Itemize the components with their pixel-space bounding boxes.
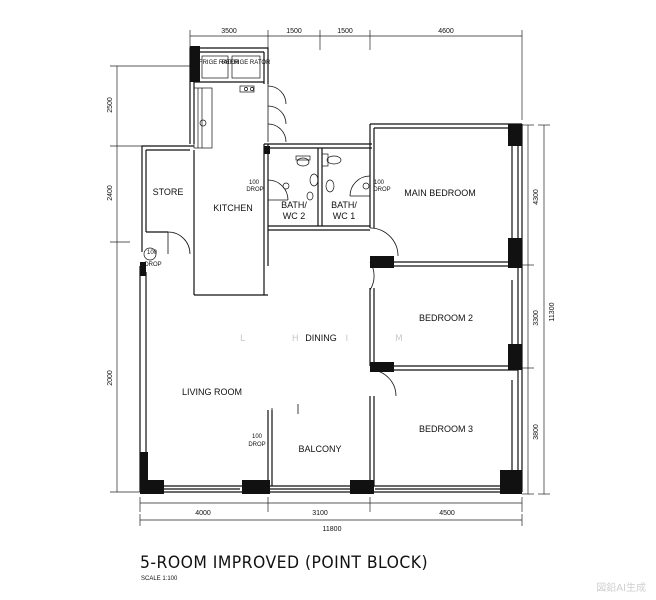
drop-value-bath: 100 <box>374 180 385 186</box>
dim-bottom-1: 4000 <box>195 510 211 517</box>
dim-right-3: 3800 <box>533 424 540 440</box>
living-room-label: LIVING ROOM <box>182 387 242 397</box>
drop-value-balcony: 100 <box>252 434 263 440</box>
kitchen-fixtures <box>193 55 261 149</box>
fridge-label-1: REFRIGE RATOR <box>191 60 240 66</box>
dim-top-3: 1500 <box>337 28 353 35</box>
scale-label: SCALE 1:100 <box>141 576 178 582</box>
store-label: STORE <box>153 187 184 197</box>
bath-fixtures <box>295 153 342 201</box>
drop-value-kitchen: 100 <box>249 180 260 186</box>
dim-bottom-total: 11800 <box>323 526 342 533</box>
dim-top-4: 4600 <box>438 28 454 35</box>
bath2-label-2: WC 2 <box>283 211 306 221</box>
balcony-label: BALCONY <box>298 444 341 454</box>
bath1-label-2: WC 1 <box>333 211 356 221</box>
drop-label-balcony: DROP <box>248 442 265 448</box>
bedroom-3-label: BEDROOM 3 <box>419 424 473 434</box>
structural-columns <box>140 46 522 494</box>
floor-drains <box>143 182 370 261</box>
bath2-label-1: BATH/ <box>281 200 307 210</box>
dim-left-1: 2500 <box>107 97 114 113</box>
corner-watermark-badge: 図鉛AI生成 <box>596 583 646 594</box>
plan-title: 5-ROOM IMPROVED (POINT BLOCK) <box>140 553 429 573</box>
kitchen-label: KITCHEN <box>213 203 253 213</box>
bedroom-2-label: BEDROOM 2 <box>419 313 473 323</box>
dim-right-total: 11300 <box>549 302 556 321</box>
bath1-label-1: BATH/ <box>331 200 357 210</box>
dim-bottom-3: 4500 <box>439 510 455 517</box>
drop-label-kitchen: DROP <box>246 187 263 193</box>
drop-label-bath: DROP <box>373 187 390 193</box>
dining-label: DINING <box>305 333 337 343</box>
drop-label-store: DROP <box>144 262 161 268</box>
dimension-lines <box>110 30 550 526</box>
room-labels: STORE KITCHEN BATH/ WC 2 BATH/ WC 1 MAIN… <box>153 187 476 454</box>
door-swings <box>167 84 399 436</box>
watermark: L H I M <box>240 334 425 344</box>
dim-top-1: 3500 <box>221 28 237 35</box>
fridge-label-2: REFRIGE RATOR <box>222 60 271 66</box>
dim-right-2: 3300 <box>533 310 540 326</box>
drop-value-store: 100 <box>147 250 158 256</box>
dim-right-1: 4300 <box>533 189 540 205</box>
dim-top-2: 1500 <box>286 28 302 35</box>
fixture-labels: REFRIGE RATOR REFRIGE RATOR 100 DROP 100… <box>144 60 390 448</box>
dimension-labels: 3500 1500 1500 4600 4000 3100 4500 11800… <box>107 28 556 533</box>
main-bedroom-label: MAIN BEDROOM <box>404 188 476 198</box>
dim-left-3: 2000 <box>107 370 114 386</box>
dim-left-2: 2400 <box>107 185 114 201</box>
dim-bottom-2: 3100 <box>312 510 328 517</box>
